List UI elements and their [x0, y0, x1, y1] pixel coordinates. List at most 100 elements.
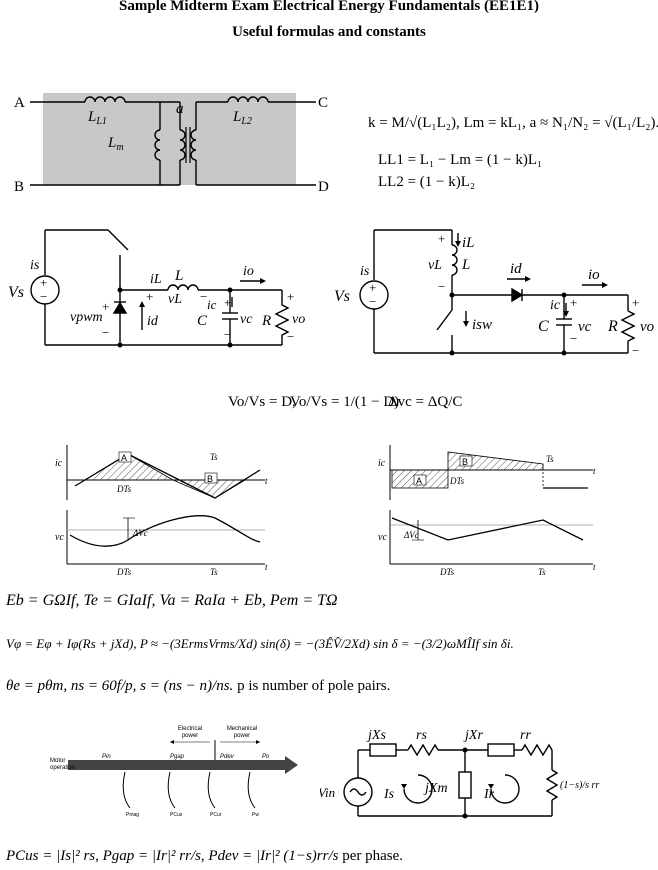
- svg-text:−: −: [369, 294, 376, 309]
- wave-rb-dv: ΔVc: [403, 530, 419, 540]
- pf-pmag: Pmag: [126, 812, 139, 818]
- wave-lt-dts: DTs: [116, 484, 132, 494]
- ic-vin: Vin: [320, 785, 335, 800]
- boost-is: is: [360, 264, 370, 279]
- label-ll1: LL1: [87, 109, 107, 127]
- svg-text:+: +: [369, 280, 376, 295]
- svg-text:+: +: [438, 231, 445, 246]
- wave-rt-a: A: [416, 476, 422, 486]
- loss-formula-suffix: per phase.: [342, 848, 404, 864]
- wave-lt-ts: Ts: [210, 452, 218, 462]
- buck-vs: Vs: [8, 284, 24, 301]
- buck-vc-plus: +: [224, 295, 231, 310]
- wave-lt-a: A: [121, 453, 127, 463]
- label-ll2: LL2: [232, 109, 252, 127]
- buck-vc: vc: [240, 312, 253, 327]
- wave-rt-b: B: [462, 457, 468, 467]
- ic-rr: rr: [520, 728, 531, 743]
- loss-formula-line: PCus = |Is|² rs, Pgap = |Ir|² rr/s, Pdev…: [6, 848, 403, 865]
- terminal-c: C: [318, 95, 328, 111]
- buck-vpwm: vpwm: [70, 310, 103, 325]
- buck-gain-formula: Vo/Vs = D,: [228, 394, 296, 410]
- terminal-a: A: [14, 95, 25, 111]
- boost-waveforms: A B ic Ts DTs t ΔVc vc DTs Ts t: [378, 445, 596, 575]
- buck-id: id: [147, 314, 159, 329]
- buck-vpwm-plus: +: [102, 299, 109, 314]
- ic-rload: (1−s)/s rr: [560, 780, 599, 791]
- boost-converter-diagram: + − is Vs + iL vL L − id io isw ic C + v…: [334, 229, 655, 358]
- boost-c: C: [538, 318, 549, 335]
- pole-formula-line: θe = pθm, ns = 60f/p, s = (ns − n)/ns. p…: [6, 678, 390, 695]
- sync-machine-formula: Vφ = Eφ + Iφ(Rs + jXd), P ≈ −(3ErmsVrms/…: [6, 636, 514, 651]
- boost-l: L: [461, 257, 470, 273]
- loss-formula: PCus = |Is|² rs, Pgap = |Ir|² rr/s, Pdev…: [6, 848, 339, 864]
- label-lm: Lm: [107, 135, 124, 153]
- buck-l: L: [174, 268, 183, 284]
- wave-lb-dv: ΔVc: [132, 528, 148, 538]
- wave-rb-ts: Ts: [538, 567, 546, 575]
- svg-text:−: −: [570, 331, 577, 346]
- wave-lt-t: t: [265, 476, 268, 486]
- pole-text: p is number of pole pairs.: [237, 678, 391, 694]
- boost-isw: isw: [472, 317, 492, 333]
- wave-rt-dts: DTs: [449, 476, 465, 486]
- buck-r: R: [261, 313, 271, 329]
- pf-po: Po: [262, 754, 270, 760]
- transformer-formula-3: LL2 = (1 − k)L₂: [378, 174, 476, 190]
- boost-io: io: [588, 267, 600, 283]
- terminal-d: D: [318, 179, 329, 195]
- ripple-formula: Δvc = ΔQ/C: [388, 394, 463, 410]
- boost-gain-formula: Vo/Vs = 1/(1 − D): [290, 394, 400, 410]
- pf-pw: Pw: [252, 812, 259, 818]
- wave-rt-ylabel: ic: [378, 458, 386, 469]
- svg-text:+: +: [570, 295, 577, 310]
- buck-converter-diagram: + − is Vs vpwm + − id iL L + vL − ic C +…: [8, 229, 305, 348]
- buck-vo-plus: +: [287, 289, 294, 304]
- buck-io: io: [243, 264, 254, 279]
- boost-id: id: [510, 261, 522, 277]
- boost-vl: vL: [428, 258, 442, 273]
- wave-lt-ylabel: ic: [55, 458, 63, 469]
- boost-vo: vo: [640, 319, 655, 335]
- pf-pgap: Pgap: [170, 754, 185, 760]
- buck-c: C: [197, 313, 208, 329]
- boost-ic: ic: [550, 298, 561, 313]
- buck-src-plus: +: [40, 275, 47, 290]
- wave-rt-t: t: [593, 466, 596, 476]
- buck-waveforms: A B ic Ts DTs t ΔVc vc DTs Ts t: [55, 445, 268, 575]
- svg-text:−: −: [438, 279, 445, 294]
- label-a: a: [176, 101, 184, 117]
- pf-pin: Pin: [102, 754, 111, 760]
- buck-il: iL: [150, 272, 162, 287]
- ic-rs: rs: [416, 728, 427, 743]
- wave-rb-dts: DTs: [439, 567, 455, 575]
- transformer-formula-1: k = M/√(L₁L₂), Lm = kL₁, a ≈ N₁/N₂ = √(L…: [368, 115, 658, 131]
- boost-r: R: [607, 318, 618, 335]
- terminal-b: B: [14, 179, 24, 195]
- boost-vs: Vs: [334, 288, 350, 305]
- pole-formula: θe = pθm, ns = 60f/p, s = (ns − n)/ns.: [6, 678, 234, 694]
- transformer-diagram: A B C D LL1 LL2 Lm a: [14, 93, 329, 195]
- wave-rb-t: t: [593, 562, 596, 572]
- ic-is: Is: [383, 787, 395, 802]
- pf-pcur: PCur: [210, 812, 222, 818]
- buck-vl-minus: −: [200, 289, 207, 304]
- boost-vc: vc: [578, 319, 592, 335]
- pf-pcus: PCus: [170, 812, 183, 818]
- wave-lb-dts: DTs: [116, 567, 132, 575]
- svg-text:+: +: [632, 295, 639, 310]
- svg-text:−: −: [632, 343, 639, 358]
- transformer-formula-2: LL1 = L₁ − Lm = (1 − k)L₁: [378, 152, 543, 168]
- buck-ic: ic: [207, 297, 217, 312]
- wave-rb-ylabel: vc: [378, 532, 387, 543]
- ic-jxm: jXm: [423, 781, 448, 796]
- dc-machine-formula: Eb = GΩIf, Te = GIaIf, Va = RaIa + Eb, P…: [6, 592, 338, 609]
- buck-vl-plus: +: [146, 289, 153, 304]
- buck-vl: vL: [168, 292, 182, 307]
- wave-lt-b: B: [207, 474, 213, 484]
- buck-vc-minus: −: [224, 327, 231, 342]
- induction-equivalent-circuit: jXs rs jXr rr Vin Is jXm Ir (1−s)/s rr: [320, 728, 599, 819]
